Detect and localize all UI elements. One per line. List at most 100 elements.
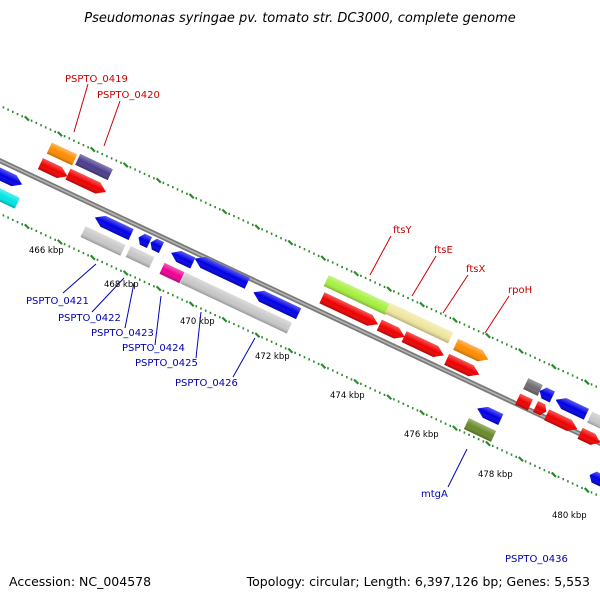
minor-tick — [181, 190, 183, 193]
gene-arrow[interactable] — [587, 470, 600, 487]
gene-arrow[interactable] — [533, 401, 549, 417]
gene-arrow[interactable] — [37, 158, 70, 182]
minor-tick — [402, 294, 405, 297]
minor-tick — [110, 265, 113, 268]
minor-tick — [134, 276, 136, 279]
gene-arrow[interactable] — [463, 418, 497, 442]
minor-tick — [393, 398, 395, 401]
minor-tick — [590, 383, 593, 386]
gene-arrow[interactable] — [159, 262, 185, 284]
gene-label[interactable]: rpoH — [508, 285, 532, 296]
gene-label[interactable]: mtgA — [421, 489, 448, 500]
minor-tick — [529, 462, 532, 465]
minor-tick — [336, 371, 339, 374]
minor-tick — [430, 308, 433, 311]
minor-tick — [143, 172, 146, 175]
gene-arrow[interactable] — [453, 338, 491, 365]
minor-tick — [444, 422, 447, 425]
gene-arrow[interactable] — [169, 247, 196, 269]
minor-tick — [2, 214, 5, 217]
gene-arrow[interactable] — [323, 275, 391, 315]
gene-arrow[interactable] — [523, 378, 543, 396]
gene-label[interactable]: ftsE — [434, 245, 453, 256]
minor-tick — [209, 203, 212, 206]
gene-arrow[interactable] — [0, 183, 20, 209]
gene-arrow[interactable] — [537, 386, 555, 403]
gene-arrow[interactable] — [376, 319, 407, 343]
gene-label[interactable]: PSPTO_0424 — [122, 343, 185, 354]
minor-tick — [21, 223, 23, 226]
minor-tick — [440, 420, 442, 423]
major-tick — [89, 146, 96, 153]
gene-arrow[interactable] — [515, 393, 533, 411]
gene-features — [0, 142, 600, 487]
gene-arrow[interactable] — [0, 162, 25, 190]
minor-tick — [134, 168, 136, 171]
gene-label[interactable]: PSPTO_0436 — [505, 554, 568, 565]
gene-arrow[interactable] — [65, 168, 108, 198]
gene-label[interactable]: PSPTO_0426 — [175, 378, 238, 389]
minor-tick — [529, 354, 532, 357]
gene-arrow[interactable] — [384, 302, 454, 344]
minor-tick — [576, 484, 579, 487]
gene-label[interactable]: PSPTO_0420 — [97, 90, 160, 101]
gene-arrow[interactable] — [544, 409, 580, 434]
minor-tick — [538, 466, 541, 470]
gene-label[interactable]: ftsX — [466, 264, 485, 275]
gene-label[interactable]: PSPTO_0421 — [26, 296, 89, 307]
gene-arrow[interactable] — [251, 287, 302, 320]
minor-tick — [317, 362, 320, 365]
minor-tick — [82, 252, 85, 255]
minor-tick — [496, 339, 499, 342]
gene-arrow[interactable] — [46, 142, 78, 166]
gene-arrow[interactable] — [136, 232, 152, 248]
gene-arrow[interactable] — [444, 353, 482, 380]
gene-arrow[interactable] — [92, 212, 134, 240]
minor-tick — [228, 212, 230, 215]
minor-tick — [581, 378, 583, 382]
major-tick — [452, 317, 458, 324]
gene-arrow[interactable] — [75, 153, 113, 181]
gene-arrow[interactable] — [553, 394, 589, 420]
minor-tick — [477, 330, 480, 333]
gene-arrow[interactable] — [475, 403, 504, 425]
minor-tick — [444, 314, 447, 317]
major-tick — [24, 115, 30, 122]
label-leaders — [62, 83, 510, 488]
major-tick — [254, 332, 261, 339]
gene-arrow[interactable] — [80, 226, 126, 256]
minor-tick — [510, 453, 513, 456]
minor-tick — [115, 267, 118, 270]
gene-label[interactable]: ftsY — [393, 225, 412, 236]
major-tick — [353, 378, 360, 385]
minor-tick — [162, 289, 165, 292]
gene-arrow[interactable] — [192, 253, 250, 289]
gene-label[interactable]: PSPTO_0425 — [135, 358, 198, 369]
minor-tick — [416, 409, 419, 412]
minor-tick — [416, 301, 419, 304]
gene-arrow[interactable] — [587, 411, 600, 429]
gene-arrow[interactable] — [577, 427, 600, 448]
gene-label[interactable]: PSPTO_0423 — [91, 328, 154, 339]
gene-arrow[interactable] — [148, 237, 164, 253]
gene-label[interactable]: PSPTO_0419 — [65, 74, 128, 85]
gene-arrow[interactable] — [180, 272, 292, 334]
minor-tick — [383, 393, 386, 396]
minor-tick — [237, 325, 240, 328]
minor-tick — [407, 296, 409, 300]
minor-tick — [402, 402, 405, 405]
minor-tick — [186, 192, 188, 195]
minor-tick — [440, 312, 442, 315]
gene-arrow[interactable] — [125, 246, 155, 268]
gene-arrow[interactable] — [401, 331, 447, 361]
gene-label[interactable]: PSPTO_0422 — [58, 313, 121, 324]
major-tick — [57, 239, 63, 245]
minor-tick — [181, 298, 183, 301]
minor-tick — [12, 218, 14, 221]
minor-tick — [200, 199, 202, 202]
minor-tick — [214, 206, 216, 209]
minor-tick — [327, 367, 329, 370]
gene-arrow[interactable] — [319, 292, 380, 329]
minor-tick — [110, 157, 113, 160]
minor-tick — [96, 150, 99, 153]
